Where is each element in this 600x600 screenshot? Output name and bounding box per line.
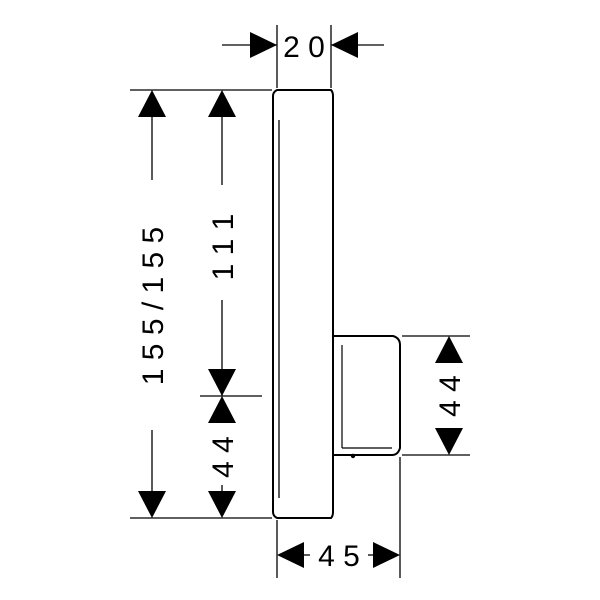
- dim-total-height: [138, 90, 166, 518]
- cover-plate: [272, 89, 334, 519]
- dim-top-width-label: 2 0: [283, 31, 325, 64]
- dim-bottom-width-label: 4 5: [318, 540, 360, 573]
- dim-spout-height: [435, 336, 463, 455]
- dim-upper-height-label: 1 1 1: [207, 214, 240, 281]
- dim-lower-height: [208, 396, 236, 518]
- valve-body: [333, 335, 401, 456]
- dim-lower-height-label: 4 4: [207, 436, 240, 478]
- product-outline: [272, 89, 401, 519]
- dim-spout-height-label: 4 4: [434, 375, 467, 417]
- dim-upper-height: [208, 90, 236, 396]
- valve-marker-dot: [350, 453, 356, 459]
- dim-bottom-width: [277, 542, 400, 568]
- dim-top-width: [222, 32, 384, 58]
- extension-lines: [130, 25, 470, 578]
- dim-total-height-label: 1 5 5 / 1 5 5: [137, 227, 170, 385]
